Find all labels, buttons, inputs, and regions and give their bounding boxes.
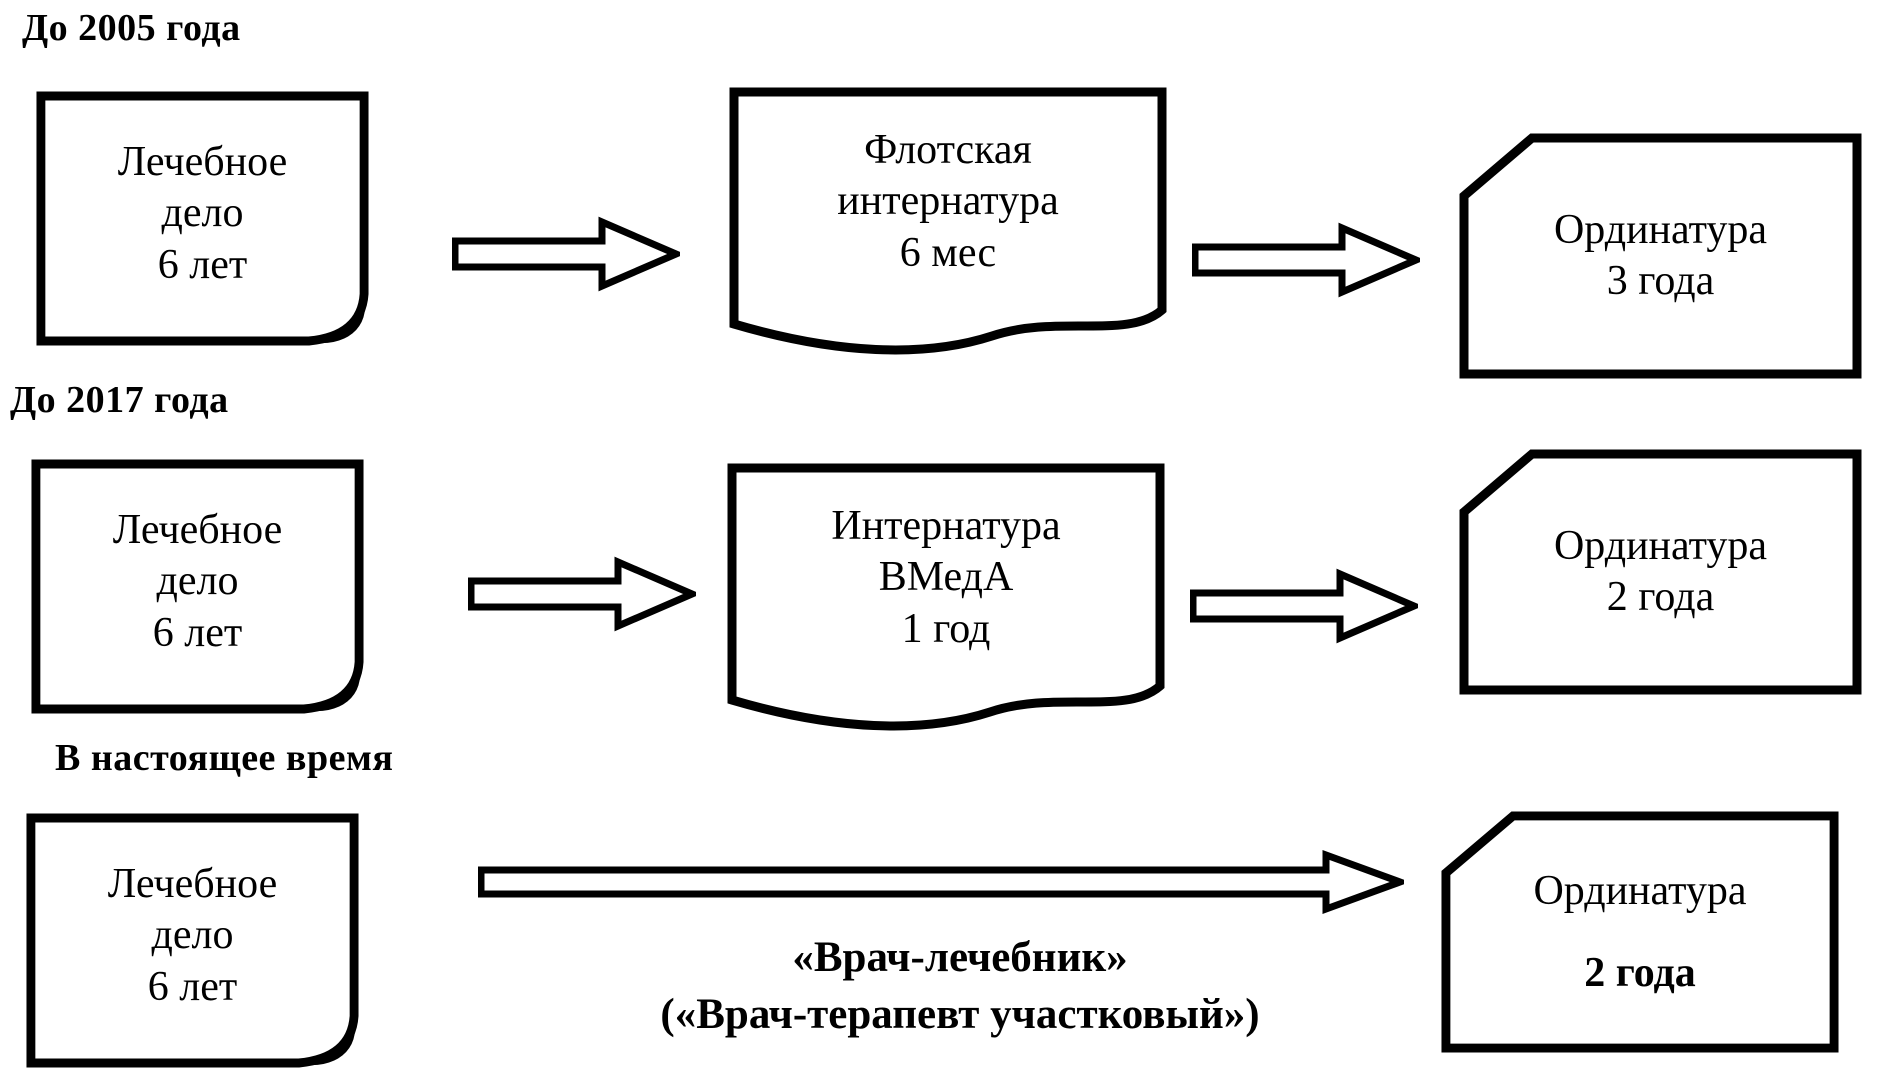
- folded-page-shape: [36, 91, 369, 346]
- flow-arrow-r1-1: [452, 216, 680, 292]
- qualification-caption-line2: («Врач-терапевт участковый»): [660, 990, 1260, 1038]
- qualification-caption: «Врач-лечебник» («Врач-терапевт участков…: [455, 930, 1465, 1044]
- wavy-document-shape: [729, 87, 1167, 355]
- flow-arrow-r2-1: [468, 556, 696, 632]
- wavy-document-shape: [727, 463, 1165, 731]
- diploma-box-r3: Лечебное дело 6 лет: [25, 812, 360, 1070]
- flow-arrow-r1-2: [1192, 222, 1420, 298]
- folded-page-shape: [31, 459, 364, 714]
- diploma-box-text: Лечебное дело 6 лет: [117, 139, 288, 288]
- residency-title: Ординатура: [1533, 868, 1747, 914]
- residency-box-r1: Ординатура 3 года: [1458, 132, 1863, 380]
- residency-box-text: Ординатура 2 года: [1440, 810, 1840, 1054]
- right-arrow-icon: [452, 216, 680, 292]
- internship-box-text: Интернатура ВМедА 1 год: [831, 503, 1061, 652]
- residency-box-text: Ординатура 2 года: [1553, 522, 1768, 620]
- right-arrow-icon: [1190, 568, 1418, 644]
- diploma-box-r2: Лечебное дело 6 лет: [30, 458, 365, 716]
- internship-box-r2: Интернатура ВМедА 1 год: [726, 462, 1166, 740]
- cut-corner-note-shape: [1459, 133, 1862, 379]
- flow-arrow-r3-long: [478, 850, 1404, 914]
- cut-corner-note-shape: [1459, 449, 1862, 695]
- diploma-box-text: Лечебное дело 6 лет: [112, 507, 283, 656]
- section-label-before-2017: До 2017 года: [10, 379, 229, 421]
- cut-corner-note-shape: [1441, 811, 1839, 1053]
- section-label-currently: В настоящее время: [55, 737, 394, 779]
- residency-duration: 2 года: [1584, 950, 1696, 996]
- diploma-box-text: Лечебное дело 6 лет: [107, 861, 278, 1010]
- qualification-caption-line1: «Врач-лечебник»: [792, 934, 1128, 981]
- section-label-before-2005: До 2005 года: [22, 7, 241, 49]
- residency-box-r3: Ординатура 2 года: [1440, 810, 1840, 1054]
- right-arrow-icon: [1192, 222, 1420, 298]
- internship-box-r1: Флотская интернатура 6 мес: [728, 86, 1168, 364]
- internship-box-text: Флотская интернатура 6 мес: [837, 127, 1059, 276]
- residency-box-r2: Ординатура 2 года: [1458, 448, 1863, 696]
- folded-page-shape: [26, 813, 359, 1068]
- long-right-arrow-icon: [478, 850, 1404, 914]
- diploma-box-r1: Лечебное дело 6 лет: [35, 90, 370, 348]
- flow-arrow-r2-2: [1190, 568, 1418, 644]
- right-arrow-icon: [468, 556, 696, 632]
- residency-box-text: Ординатура 3 года: [1553, 206, 1768, 304]
